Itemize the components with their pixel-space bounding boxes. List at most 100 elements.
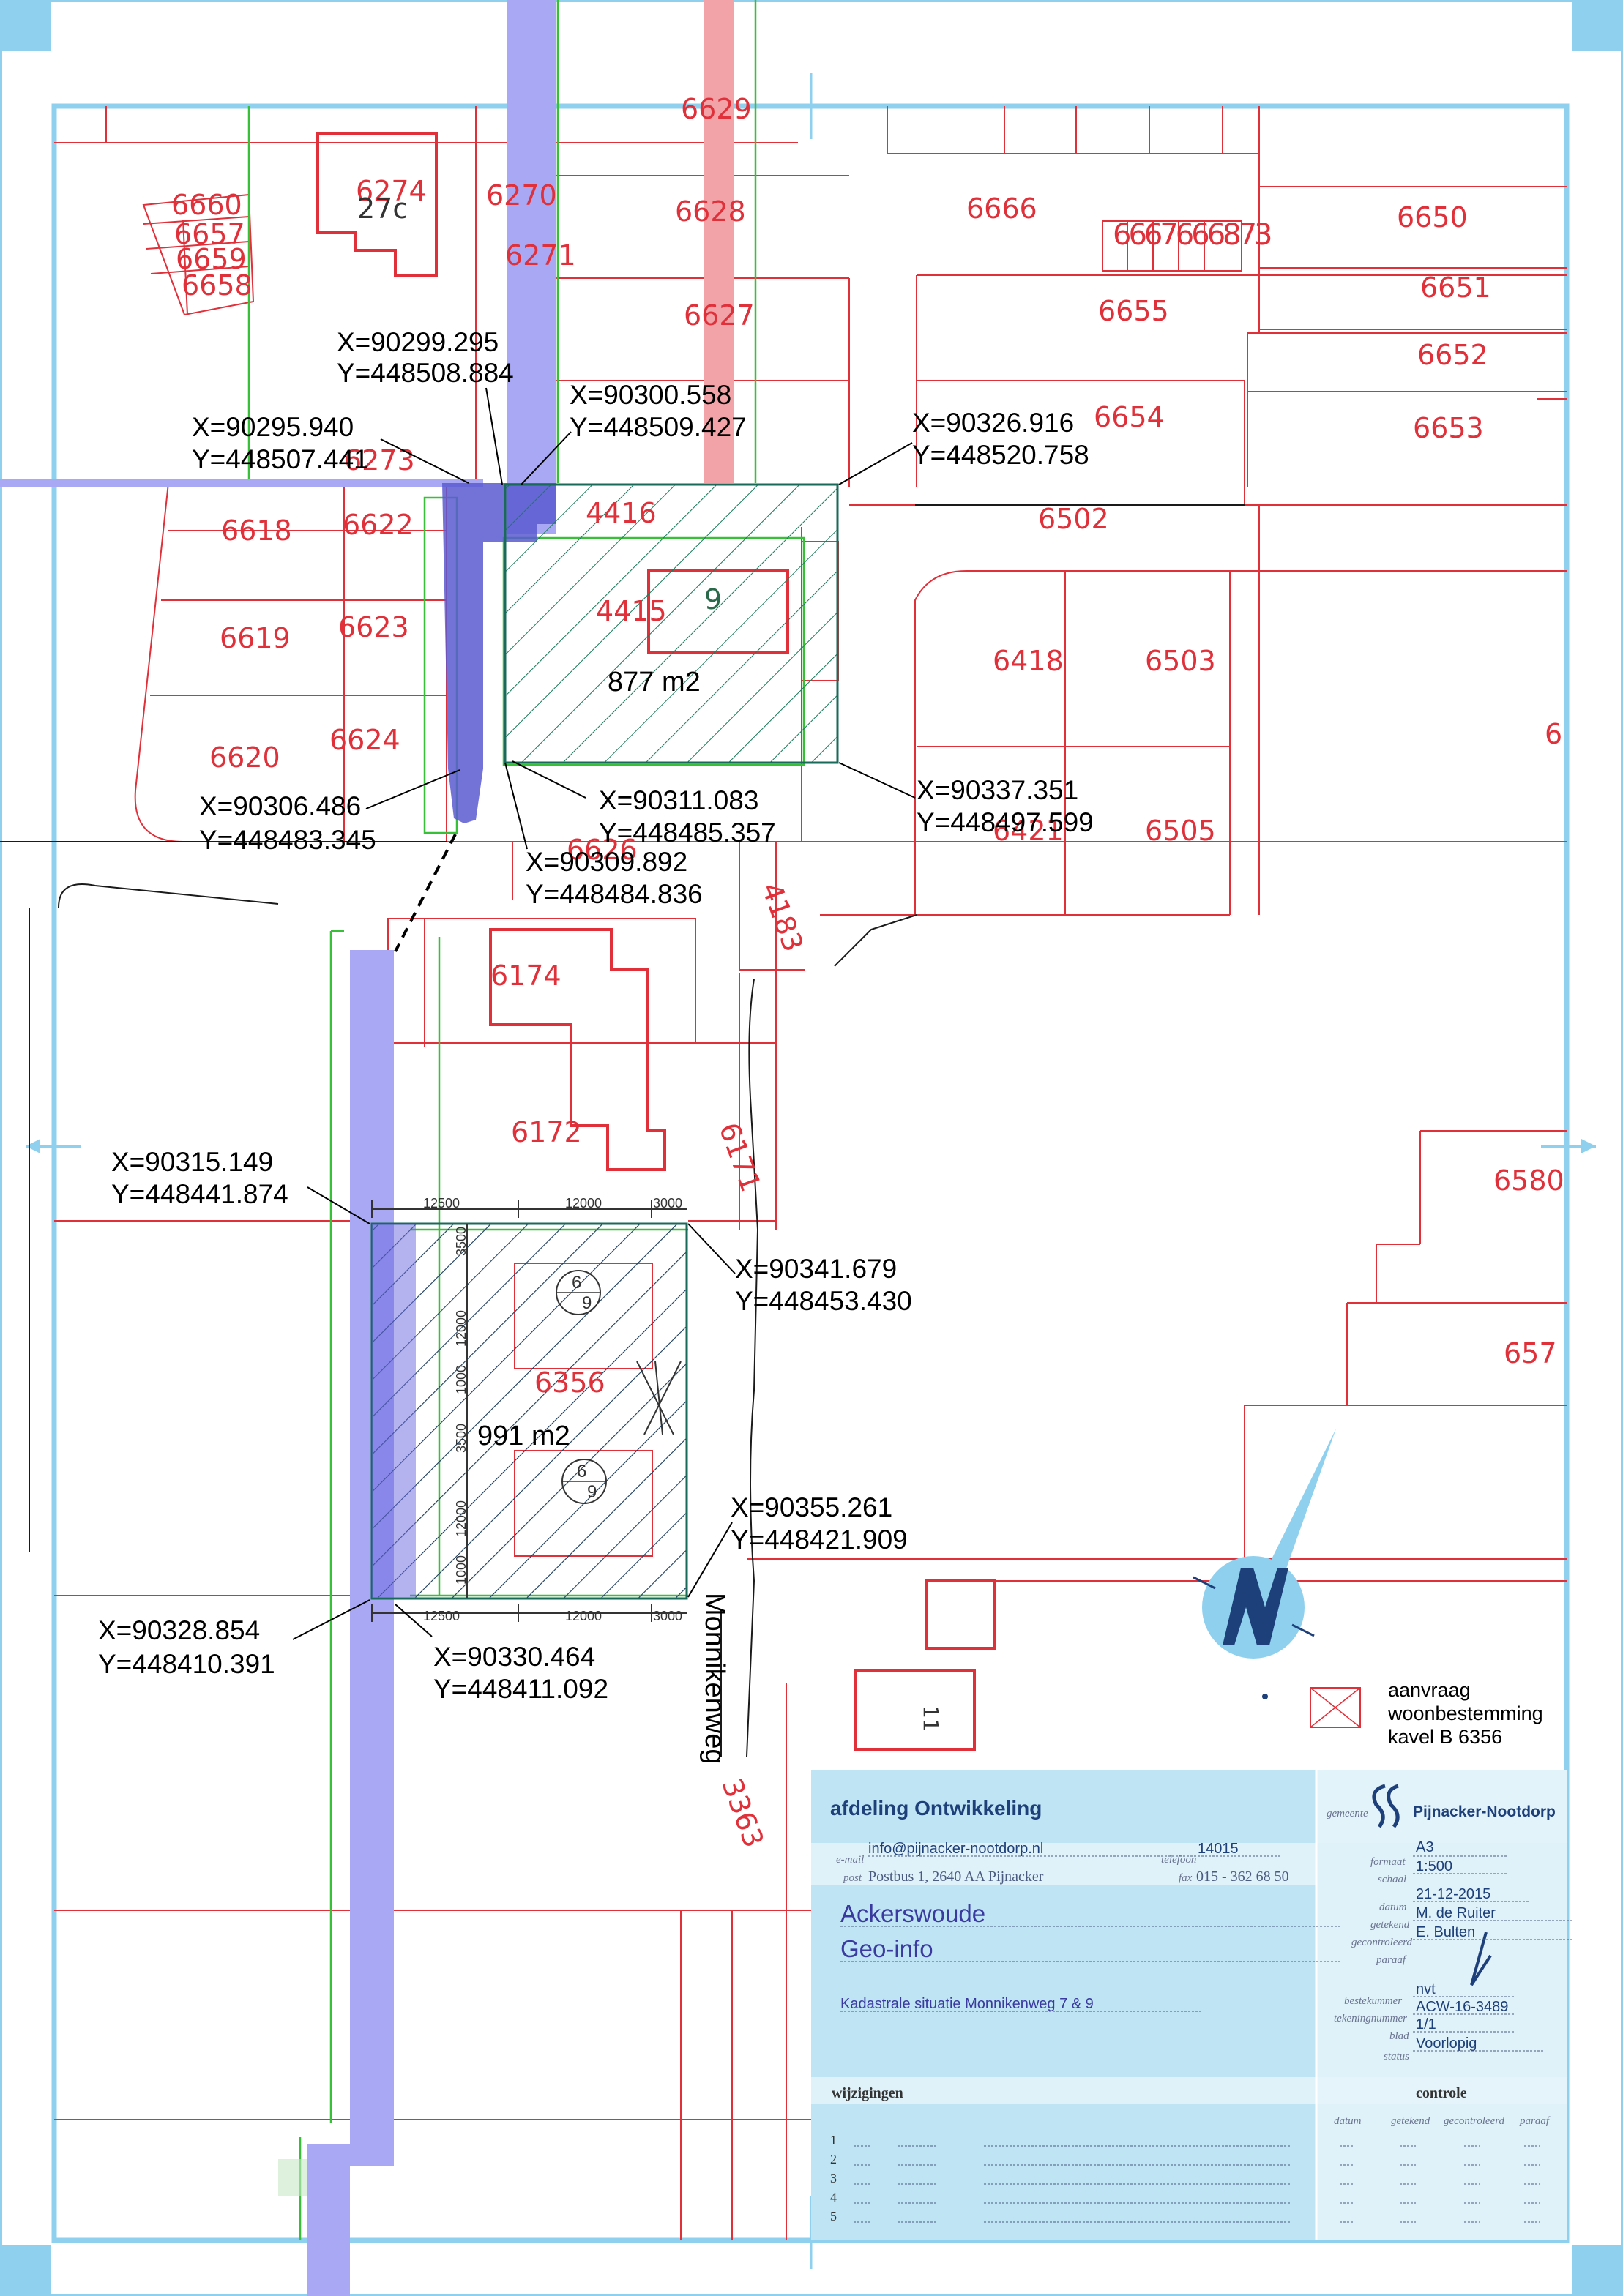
phone-label: telefoon [1161, 1854, 1196, 1866]
municipality-label: gemeente [1327, 1808, 1368, 1820]
signature-icon [1470, 1932, 1492, 1986]
parcel-label: 6652 [1417, 339, 1488, 371]
dashed-connector [394, 834, 457, 952]
parcel-label: 6654 [1094, 401, 1165, 433]
coord-y: Y=448509.427 [570, 412, 747, 442]
green-outlines [247, 0, 805, 2240]
parcel-label: 3363 [716, 1774, 770, 1852]
parcel-label: 6655 [1098, 295, 1169, 327]
dimension-label: 12000 [565, 1196, 602, 1211]
control-col: paraaf [1519, 2115, 1551, 2127]
field-label: schaal [1378, 1874, 1406, 1885]
dimension-label: 3000 [653, 1609, 682, 1623]
parcel-label: 6505 [1145, 815, 1216, 847]
parcel-label: 6 [1545, 718, 1562, 750]
parcel-label: 9 [704, 583, 722, 616]
control-col: getekend [1391, 2115, 1430, 2127]
parcel-label: 6623 [338, 611, 409, 643]
house-number: 6 [577, 1462, 586, 1481]
field-value: ACW-16-3489 [1416, 1999, 1508, 2015]
road-lines [0, 504, 1245, 1757]
legend-line: woonbestemming [1387, 1702, 1543, 1724]
parcel-label: 6503 [1145, 645, 1216, 677]
area-label-north: 877 m2 [608, 667, 701, 698]
parcel-label: 6626 [567, 834, 638, 866]
parcel-label: 6171 [713, 1118, 767, 1196]
coord-y: Y=448453.430 [735, 1286, 912, 1316]
field-label: datum [1379, 1902, 1407, 1913]
parcel-label: 6618 [221, 515, 292, 547]
parcel-label: 6627 [684, 299, 755, 332]
post-value: Postbus 1, 2640 AA Pijnacker [868, 1869, 1044, 1885]
parcel-label: 6650 [1397, 201, 1468, 233]
dimension-labels: 12500 12000 3000 12500 12000 3000 3500 1… [423, 1196, 682, 1623]
change-row-number: 1 [830, 2133, 837, 2147]
project-name: Ackerswoude [840, 1900, 985, 1927]
dimension-label: 12000 [565, 1609, 602, 1623]
parcel-label: 4416 [586, 497, 657, 529]
fax-label: fax [1179, 1872, 1193, 1884]
coord-y: Y=448441.874 [111, 1179, 288, 1209]
parcel-label: 6421 [993, 815, 1064, 847]
changes-title: wijzigingen [832, 2085, 903, 2101]
coord-x: X=90330.464 [433, 1642, 595, 1672]
change-rows: 1 2 3 4 5 [830, 2133, 1540, 2224]
subject-name: Geo-info [840, 1935, 933, 1962]
coord-y: Y=448520.758 [912, 440, 1089, 470]
field-label: blad [1389, 2030, 1409, 2042]
coord-x: X=90300.558 [570, 380, 731, 410]
parcel-label: 6418 [993, 645, 1064, 677]
coord-x: X=90315.149 [111, 1147, 273, 1177]
coord-x: X=90341.679 [735, 1254, 897, 1284]
legend-line: aanvraag [1388, 1679, 1471, 1701]
coord-x: X=90337.351 [917, 775, 1078, 805]
north-arrow-icon [1193, 1429, 1336, 1699]
parcel-label: 6667666873 [1113, 218, 1271, 252]
parcel-label: 6628 [675, 195, 746, 228]
parcel-label: 6502 [1038, 503, 1109, 535]
parcel-label: 6660 [171, 189, 242, 221]
field-label: bestekummer [1344, 1995, 1402, 2007]
change-row-number: 5 [830, 2209, 837, 2224]
field-value: 1/1 [1416, 2016, 1436, 2033]
parcel-label: 6666 [966, 192, 1037, 225]
dimension-label: 3500 [454, 1424, 469, 1453]
control-col: gecontroleerd [1444, 2115, 1505, 2127]
callout-leaders [292, 387, 916, 1640]
coordinate-callouts: X=90299.295 Y=448508.884 X=90300.558 Y=4… [98, 327, 1094, 1704]
parcel-label: 6619 [220, 622, 291, 654]
dimension-label: 1000 [454, 1365, 469, 1394]
dimension-label: 12500 [423, 1196, 460, 1211]
coord-x: X=90328.854 [98, 1615, 260, 1645]
coord-x: X=90326.916 [912, 408, 1074, 438]
field-label: paraaf [1376, 1954, 1407, 1966]
parcel-labels: 6660 6657 6659 6658 6274 27c 6270 6271 6… [171, 93, 1564, 1852]
parcel-label: 6629 [681, 93, 752, 125]
dimension-label: 12000 [454, 1500, 469, 1537]
parcel-label: 6651 [1420, 272, 1491, 304]
coord-y: Y=448485.357 [599, 818, 776, 848]
parcel-label: 27c [357, 192, 408, 225]
field-value: A3 [1416, 1839, 1433, 1855]
coord-x: X=90355.261 [731, 1492, 892, 1522]
coord-x: X=90309.892 [526, 847, 687, 877]
coord-y: Y=448421.909 [731, 1525, 908, 1555]
strip-fills [0, 0, 734, 2296]
parcel-label: 6620 [209, 741, 280, 774]
post-label: post [843, 1872, 862, 1884]
coord-y: Y=448508.884 [337, 358, 514, 388]
field-label: gecontroleerd [1351, 1937, 1413, 1948]
title-block: afdeling Ontwikkeling e-mail info@pijnac… [811, 1770, 1574, 2240]
field-label: formaat [1370, 1856, 1406, 1868]
coord-y: Y=448484.836 [526, 879, 703, 909]
coord-x: X=90306.486 [199, 791, 361, 821]
coord-x: X=90299.295 [337, 327, 499, 357]
municipality-logo-icon [1372, 1784, 1400, 1828]
parcel-label: 6624 [329, 724, 400, 756]
dimension-label: 12000 [454, 1310, 469, 1347]
parcel-label: 4183 [755, 878, 810, 956]
road-label: Monnikenweg [699, 1593, 730, 1764]
field-value: M. de Ruiter [1416, 1905, 1496, 1921]
field-value: 1:500 [1416, 1858, 1452, 1874]
